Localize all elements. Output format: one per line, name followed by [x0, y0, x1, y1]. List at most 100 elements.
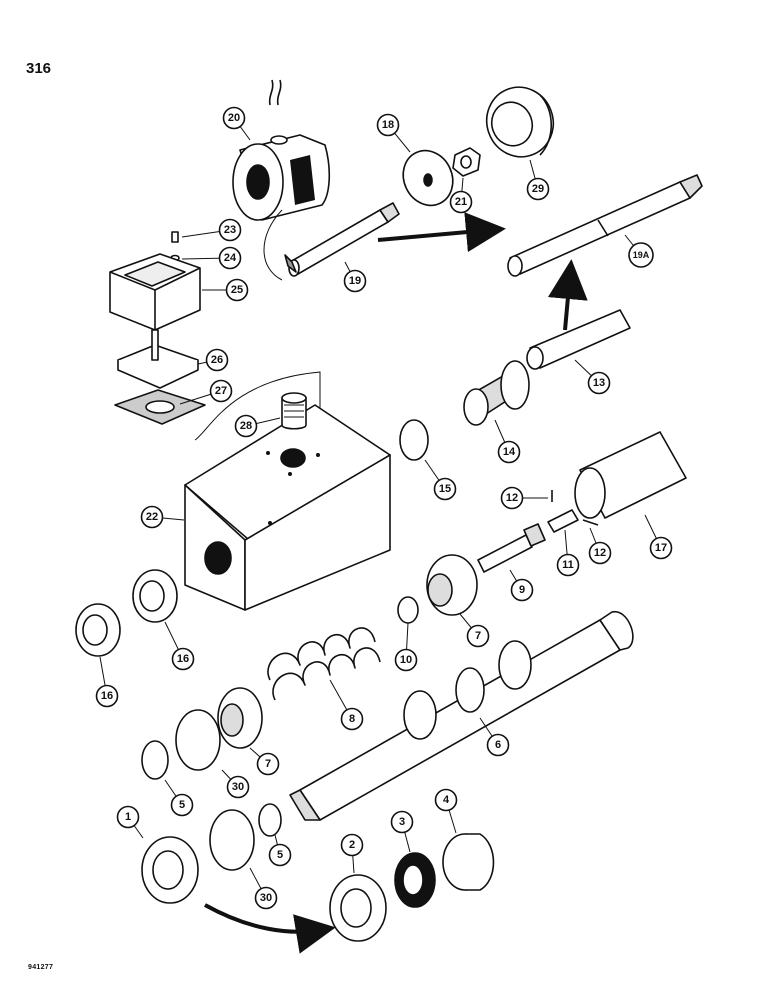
callout-circle [556, 553, 580, 577]
part-jam-nut [75, 603, 121, 657]
callout-circle [376, 113, 400, 137]
callout-circle [343, 269, 367, 293]
callout-label: 13 [593, 377, 605, 389]
reference-code: 941277 [28, 964, 54, 971]
part-o-ring [258, 803, 282, 837]
callout-label: 4 [443, 794, 450, 806]
part-solenoid-stem [284, 202, 400, 277]
callout-label: 21 [455, 196, 467, 208]
callout-label: 7 [265, 758, 271, 770]
callout-circle [218, 218, 242, 242]
callout-14: 14 [497, 440, 521, 464]
callout-label: 19 [349, 275, 361, 287]
callout-30: 30 [254, 886, 278, 910]
arrow-replacement [204, 903, 336, 954]
callout-label: 8 [349, 713, 355, 725]
part-washer-large [402, 149, 454, 207]
callout-circle [225, 278, 249, 302]
part-solenoid-coil [232, 79, 331, 221]
callout-circle [394, 648, 418, 672]
page-number: 316 [26, 60, 52, 77]
callout-circle [500, 486, 524, 510]
callout-circle [256, 752, 280, 776]
callout-circle [140, 505, 164, 529]
callout-label: 9 [519, 584, 525, 596]
callout-label: 15 [439, 483, 451, 495]
callout-circle [588, 541, 612, 565]
callout-25: 25 [225, 278, 249, 302]
part-spool [289, 611, 634, 821]
part-jam-nut [132, 569, 178, 623]
callout-label: 6 [495, 739, 501, 751]
callout-circle [390, 810, 414, 834]
callout-circle [234, 414, 258, 438]
callout-circle [340, 707, 364, 731]
callout-circle [434, 788, 458, 812]
callout-13: 13 [587, 371, 611, 395]
callout-circle [205, 348, 229, 372]
callout-circle [510, 578, 534, 602]
leader-line [263, 209, 283, 281]
callout-label: 3 [399, 816, 405, 828]
callout-label: 29 [532, 183, 544, 195]
part-spring [267, 627, 381, 701]
callout-circle [254, 886, 278, 910]
part-bushing [442, 833, 495, 891]
part-nut [452, 147, 481, 177]
callout-20: 20 [222, 106, 246, 130]
callout-24: 24 [218, 246, 242, 270]
callout-circle [218, 246, 242, 270]
callout-label: 24 [224, 252, 237, 264]
callout-5: 5 [170, 793, 194, 817]
callout-circle [171, 647, 195, 671]
callout-label: 11 [562, 559, 574, 571]
callout-label: 1 [125, 811, 131, 823]
callout-23: 23 [218, 218, 242, 242]
part-castellated-nut [329, 874, 387, 942]
callout-circle [466, 624, 490, 648]
callout-group: 1234556778910111212131415161617181919A20… [95, 106, 673, 910]
callout-label: 5 [179, 799, 185, 811]
callout-label: 18 [382, 119, 394, 131]
callout-label: 17 [655, 542, 667, 554]
part-washer-small [397, 596, 419, 624]
part-seal [394, 852, 436, 908]
part-gasket [114, 389, 206, 425]
callout-3: 3 [390, 810, 414, 834]
callout-7: 7 [256, 752, 280, 776]
callout-label: 27 [215, 385, 227, 397]
callout-label: 30 [260, 892, 272, 904]
callout-label: 22 [146, 511, 158, 523]
part-o-ring [141, 740, 169, 780]
callout-label: 10 [400, 654, 412, 666]
callout-6: 6 [486, 733, 510, 757]
callout-4: 4 [434, 788, 458, 812]
part-sleeve [526, 309, 631, 370]
part-washer [175, 709, 221, 771]
callout-12: 12 [588, 541, 612, 565]
part-seal-ring [485, 86, 555, 158]
callout-19: 19 [343, 269, 367, 293]
part-spacer [547, 509, 579, 533]
callout-circle [587, 371, 611, 395]
callout-circle [222, 106, 246, 130]
part-valve-body [184, 404, 391, 611]
callout-28: 28 [234, 414, 258, 438]
callout-label: 16 [177, 653, 189, 665]
callout-circle [433, 477, 457, 501]
callout-7: 7 [466, 624, 490, 648]
part-pin [582, 519, 599, 526]
callout-circle [649, 536, 673, 560]
callout-label: 25 [231, 284, 243, 296]
callout-label: 7 [475, 630, 481, 642]
part-long-stem [507, 174, 703, 277]
callout-circle [226, 775, 250, 799]
callout-21: 21 [449, 190, 473, 214]
callout-circle [628, 242, 654, 268]
callout-16: 16 [171, 647, 195, 671]
part-retainer [426, 554, 478, 616]
callout-22: 22 [140, 505, 164, 529]
callout-11: 11 [556, 553, 580, 577]
callout-15: 15 [433, 477, 457, 501]
